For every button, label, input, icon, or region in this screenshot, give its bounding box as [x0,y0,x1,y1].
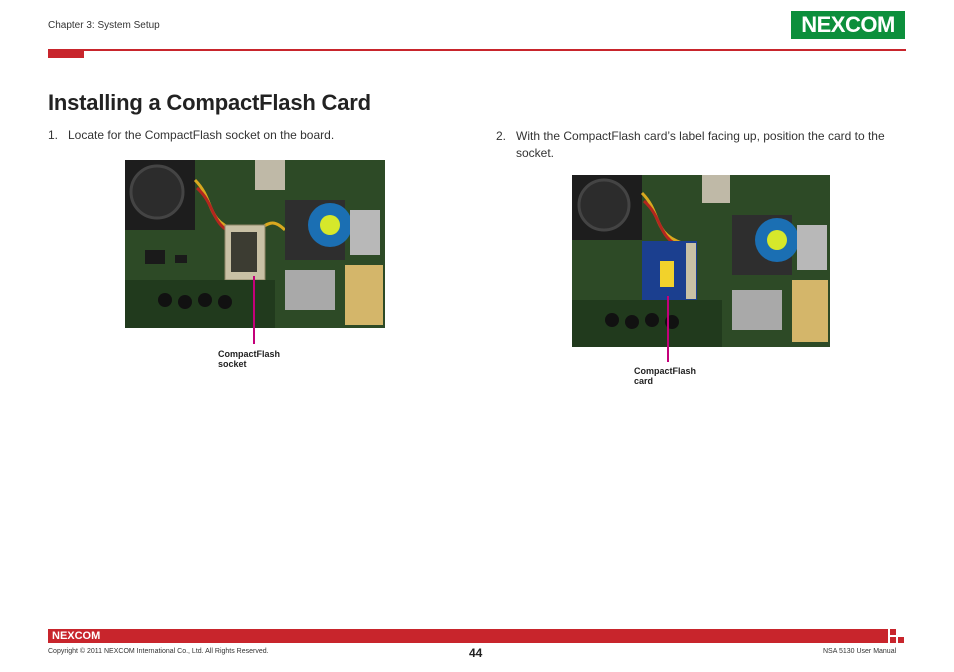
callout-label-socket-line1: CompactFlash [218,349,281,359]
step-1-number: 1. [48,128,59,142]
step-1: 1. Locate for the CompactFlash socket on … [48,128,334,142]
footer-logo: NEXCOM [52,630,101,642]
nexcom-logo: NEXCOM [791,11,905,39]
chapter-title: Chapter 3: System Setup [48,20,160,31]
header-rule [48,49,906,51]
footer-square-3 [898,637,904,643]
board-photo-socket [125,160,385,328]
board-photo-card [572,175,830,347]
callout-label-socket-line2: socket [218,359,247,369]
callout-line-socket [253,276,255,344]
header-rule-tab [48,49,84,58]
callout-line-card [667,296,669,362]
page-number: 44 [469,646,483,660]
callout-label-card-line2: card [634,376,654,386]
callout-label-socket: CompactFlash socket [218,349,280,369]
callout-label-card: CompactFlash card [634,366,696,386]
page-title: Installing a CompactFlash Card [48,90,371,115]
logo-text: NEXCOM [801,12,895,37]
footer-bar [48,629,888,643]
footer-square-2 [890,637,896,643]
copyright: Copyright © 2011 NEXCOM International Co… [48,648,269,655]
manual-name: NSA 5130 User Manual [823,648,897,655]
step-2: 2. With the CompactFlash card’s label fa… [496,128,908,160]
step-1-text: Locate for the CompactFlash socket on th… [68,128,335,142]
step-2-number: 2. [496,129,507,143]
callout-label-card-line1: CompactFlash [634,366,697,376]
step-2-text: With the CompactFlash card’s label facin… [516,129,885,160]
footer-square-1 [890,629,896,635]
